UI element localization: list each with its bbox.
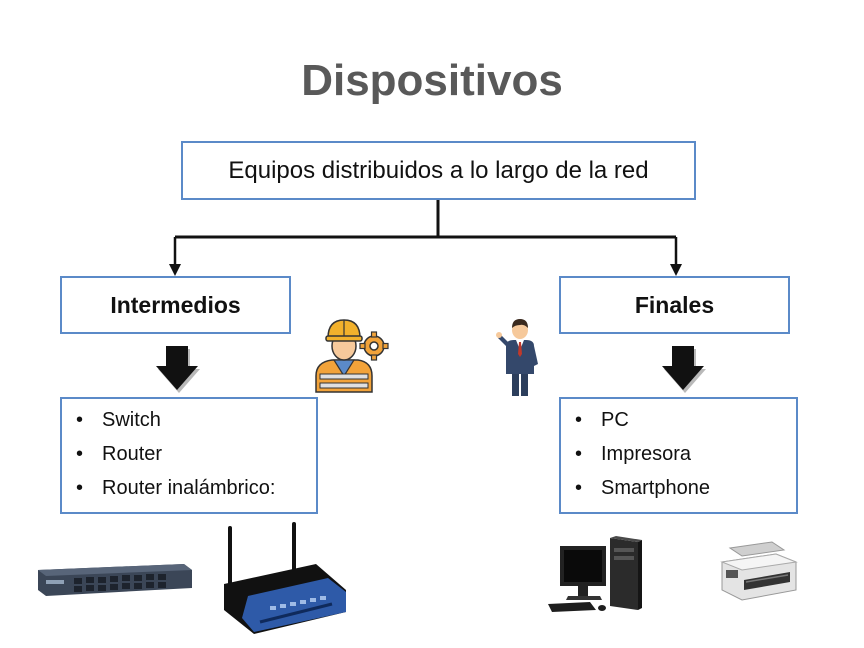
network-switch-icon (38, 564, 192, 596)
left-branch-arrowhead (169, 264, 181, 276)
list-item: Smartphone (573, 473, 786, 507)
left-down-arrow-icon (156, 346, 200, 393)
desktop-pc-icon (548, 536, 642, 612)
intermedios-label: Intermedios (110, 291, 241, 318)
right-down-arrow-icon (662, 346, 706, 393)
list-item: PC (573, 405, 786, 439)
worker-with-gear-icon (315, 319, 389, 393)
printer-icon (720, 541, 798, 601)
intermedios-list: Switch Router Router inalámbrico: (60, 397, 318, 514)
root-node: Equipos distribuidos a lo largo de la re… (181, 141, 696, 200)
wireless-router-icon (224, 522, 346, 634)
finales-node: Finales (559, 276, 790, 334)
list-item: Impresora (573, 439, 786, 473)
page-title: Dispositivos (301, 56, 563, 105)
list-item: Router (74, 439, 306, 473)
intermedios-node: Intermedios (60, 276, 291, 334)
root-label: Equipos distribuidos a lo largo de la re… (228, 156, 649, 184)
businessman-icon (496, 319, 538, 396)
list-item: Router inalámbrico: (74, 473, 306, 507)
right-branch-arrowhead (670, 264, 682, 276)
finales-list: PC Impresora Smartphone (559, 397, 798, 514)
finales-label: Finales (634, 291, 715, 318)
list-item: Switch (74, 405, 306, 439)
